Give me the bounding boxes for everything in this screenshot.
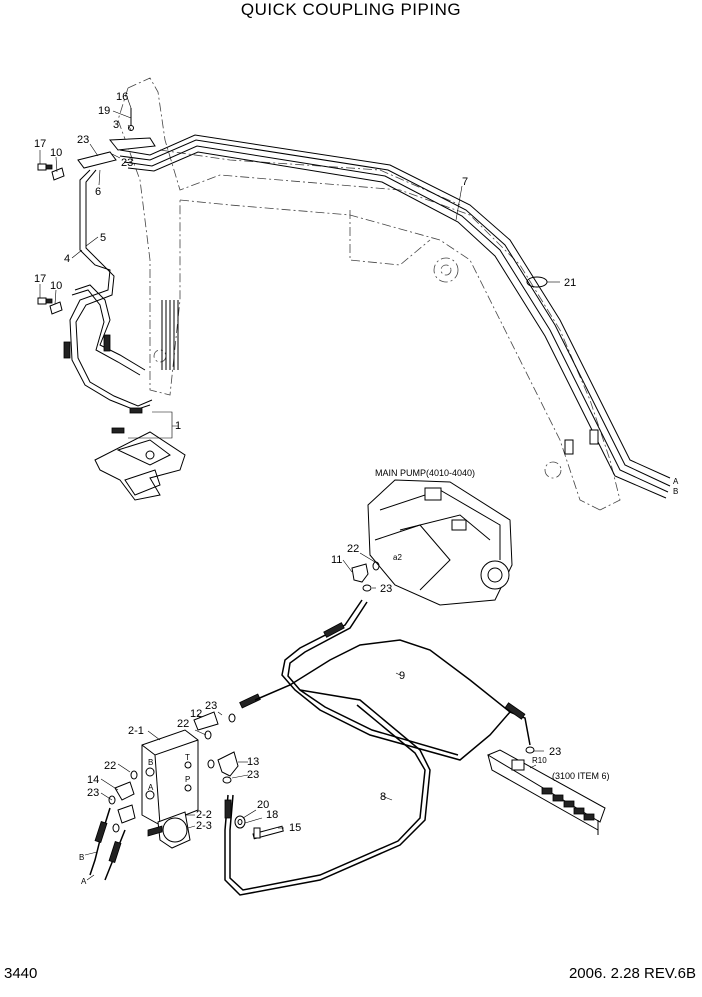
hoses-ab (89, 807, 126, 881)
main-pump (367, 479, 513, 606)
page-title: QUICK COUPLING PIPING (240, 0, 462, 19)
label-valve-port-a: A (148, 783, 154, 792)
label-valve-port-p: P (185, 775, 190, 784)
clamp-10-bottom (49, 301, 63, 315)
callout-22-b: 22 (177, 718, 189, 730)
leader-lines (39, 96, 560, 881)
callout-13: 13 (247, 756, 259, 768)
fittings-valve (108, 711, 239, 833)
callout-2-2: 2-2 (196, 809, 212, 821)
callout-19: 19 (98, 105, 110, 117)
callout-10-top: 10 (50, 147, 62, 159)
callout-labels: 16 19 3 17 10 23 23 6 5 4 17 10 1 7 21 A… (34, 91, 679, 886)
callout-22-a: 22 (347, 543, 359, 555)
callout-2-1: 2-1 (128, 725, 144, 737)
callout-21: 21 (564, 277, 576, 289)
label-line-a: A (673, 477, 679, 486)
label-port-a2: a2 (393, 553, 402, 562)
hose-9 (239, 599, 531, 761)
callout-16: 16 (116, 91, 128, 103)
label-ref-3100: (3100 ITEM 6) (552, 771, 610, 781)
bolt-17-top (37, 163, 53, 171)
label-line-b: B (673, 487, 678, 496)
callout-14: 14 (87, 774, 99, 786)
callout-23-e: 23 (247, 769, 259, 781)
callout-3: 3 (113, 119, 119, 131)
callout-9: 9 (399, 670, 405, 682)
label-hose-b: B (79, 853, 84, 862)
bolt-15 (252, 825, 284, 840)
bolt-17-bottom (37, 297, 53, 305)
callout-6: 6 (95, 186, 101, 198)
callout-5: 5 (100, 232, 106, 244)
callout-23-h: 23 (549, 746, 561, 758)
callout-2-3: 2-3 (196, 820, 212, 832)
callout-15: 15 (289, 822, 301, 834)
fitting-bracket-top (77, 108, 156, 169)
callout-23-f: 23 (87, 787, 99, 799)
callout-4: 4 (64, 253, 70, 265)
hoses-4-5 (63, 169, 153, 434)
label-port-r10: R10 (532, 756, 547, 765)
solenoid-valve-2-1 (141, 729, 199, 849)
boom-outline (117, 77, 621, 511)
label-hose-a: A (81, 877, 87, 886)
revision-date: 2006. 2.28 REV.6B (568, 965, 696, 982)
callout-17-bottom: 17 (34, 273, 46, 285)
callout-23-d: 23 (205, 700, 217, 712)
callout-23-a: 23 (77, 134, 89, 146)
label-main-pump: MAIN PUMP(4010-4040) (375, 468, 475, 478)
callout-11: 11 (331, 554, 342, 566)
callout-23-b: 23 (121, 157, 133, 169)
clamp-10-top (51, 167, 65, 181)
callout-7: 7 (462, 176, 468, 188)
callout-20: 20 (257, 799, 269, 811)
callout-1: 1 (175, 420, 181, 432)
callout-23-c: 23 (380, 583, 392, 595)
boom-pipes-7 (119, 134, 671, 499)
hose-8 (224, 689, 431, 896)
label-valve-port-t: T (185, 753, 190, 762)
callout-12: 12 (190, 708, 202, 720)
callout-10-bottom: 10 (50, 280, 62, 292)
elbow-11 (351, 561, 380, 592)
washer-18-20 (234, 815, 246, 829)
quick-coupler (94, 431, 186, 501)
callout-18: 18 (266, 809, 278, 821)
callout-22-c: 22 (104, 760, 116, 772)
callout-17-top: 17 (34, 138, 46, 150)
page-number: 3440 (4, 965, 38, 982)
manifold-3100 (486, 746, 606, 835)
callout-8: 8 (380, 791, 386, 803)
label-valve-port-b: B (148, 758, 153, 767)
